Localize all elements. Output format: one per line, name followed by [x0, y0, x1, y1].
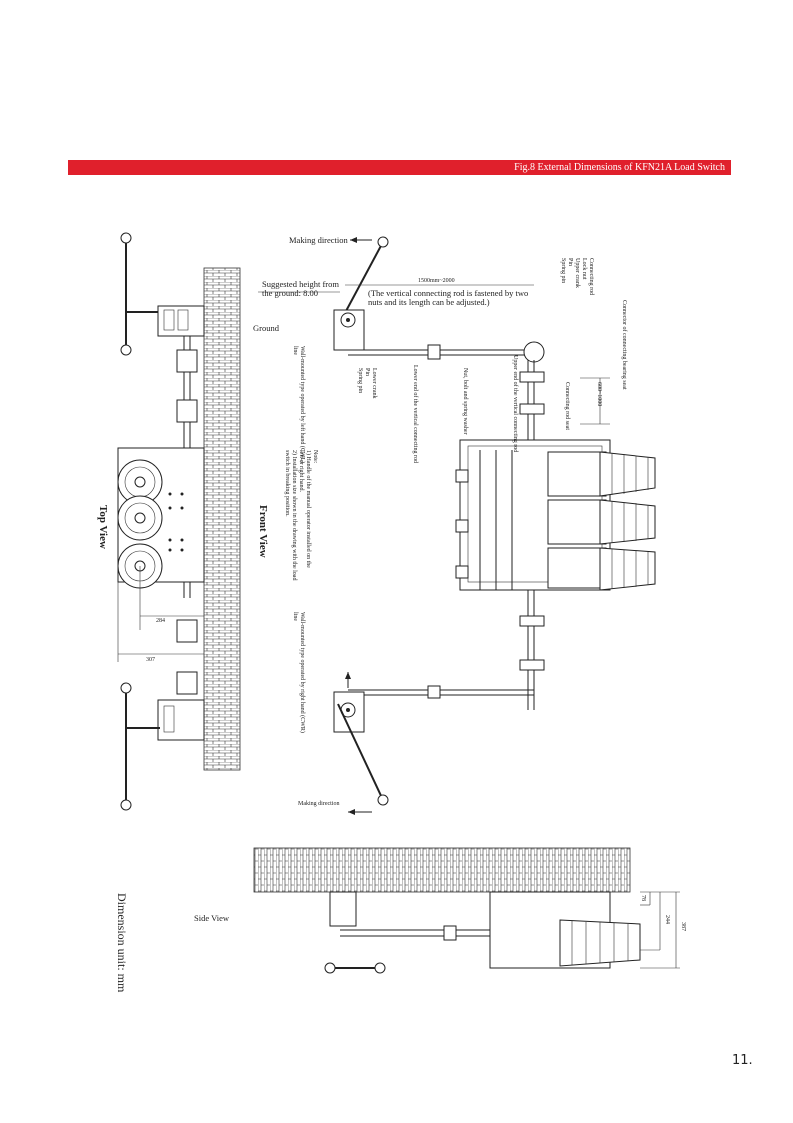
lower-end-rod-label: Lower end of the vertical connecting rod — [412, 365, 418, 463]
operator-left-line2: line — [292, 346, 298, 355]
header-banner: Fig.8 External Dimensions of KFN21A Load… — [68, 160, 731, 175]
stack-item-3: Upper crank — [574, 258, 580, 288]
stack-item-4: Pin — [567, 258, 573, 267]
dimension-78: 78 — [640, 895, 646, 901]
stack-item-1: Connecting rod — [588, 258, 594, 296]
stack-item-2: Lock nut — [581, 258, 587, 280]
suggested-height-line1: Suggested height from — [262, 279, 339, 289]
lower-crank-line3: Spring pin — [357, 368, 363, 394]
rod-note-line1: (The vertical connecting rod is fastened… — [368, 288, 529, 298]
note-line3: 2) Installation size shown in the drawin… — [291, 450, 297, 581]
ground-label: Ground — [253, 323, 279, 333]
rod-length-label: 1500mm~2000 — [418, 278, 455, 284]
dimension-307: 307 — [146, 657, 155, 663]
note-line1: 1) Handle of the manual operator install… — [305, 450, 311, 568]
stack-item-5: Spring pin — [560, 258, 566, 284]
note-line2: left or right hand. — [298, 450, 304, 492]
page-number: 11. — [732, 1053, 753, 1068]
front-view — [258, 236, 656, 815]
dim-600-1000: 600~1000 — [596, 382, 602, 407]
nut-bolt-label: Nut, bolt and spring washer — [462, 368, 468, 435]
dimension-284: 284 — [156, 618, 165, 624]
top-view — [117, 232, 241, 811]
note-title: Note: — [312, 450, 318, 464]
note-line4: switch in breaking position. — [284, 450, 290, 517]
connecting-rod-seat-label: Connecting rod seat — [564, 382, 570, 430]
upper-end-rod-label: Upper end of the vertical connecting rod — [512, 355, 518, 453]
dimension-unit-label: Dimension unit: mm — [115, 893, 129, 993]
top-view-title: Top View — [97, 505, 109, 549]
dimension-387: 387 — [680, 922, 686, 931]
side-view-title: Side View — [194, 913, 229, 923]
making-direction-top-label: Making direction — [289, 235, 348, 245]
lower-crank-line2: Pin — [364, 368, 370, 377]
lower-crank-line1: Lower crank — [371, 368, 377, 399]
suggested-height-line2: the ground: 8.00 — [262, 288, 318, 298]
dimension-244: 244 — [664, 915, 670, 924]
rod-note-line2: nuts and its length can be adjusted.) — [368, 297, 490, 307]
front-view-title: Front View — [257, 505, 269, 558]
operator-right-line2: line — [292, 612, 298, 621]
making-direction-bottom-label: Making direction — [298, 801, 340, 807]
side-view — [253, 847, 680, 974]
operator-left-line1: Wall-mounted type operated by left hand … — [299, 346, 305, 464]
connector-bearing-label: Connector of connecting bearing seat — [621, 300, 627, 390]
figure-title: Fig.8 External Dimensions of KFN21A Load… — [514, 162, 725, 173]
operator-right-line1: Wall-mounted type operated by right hand… — [299, 612, 305, 733]
